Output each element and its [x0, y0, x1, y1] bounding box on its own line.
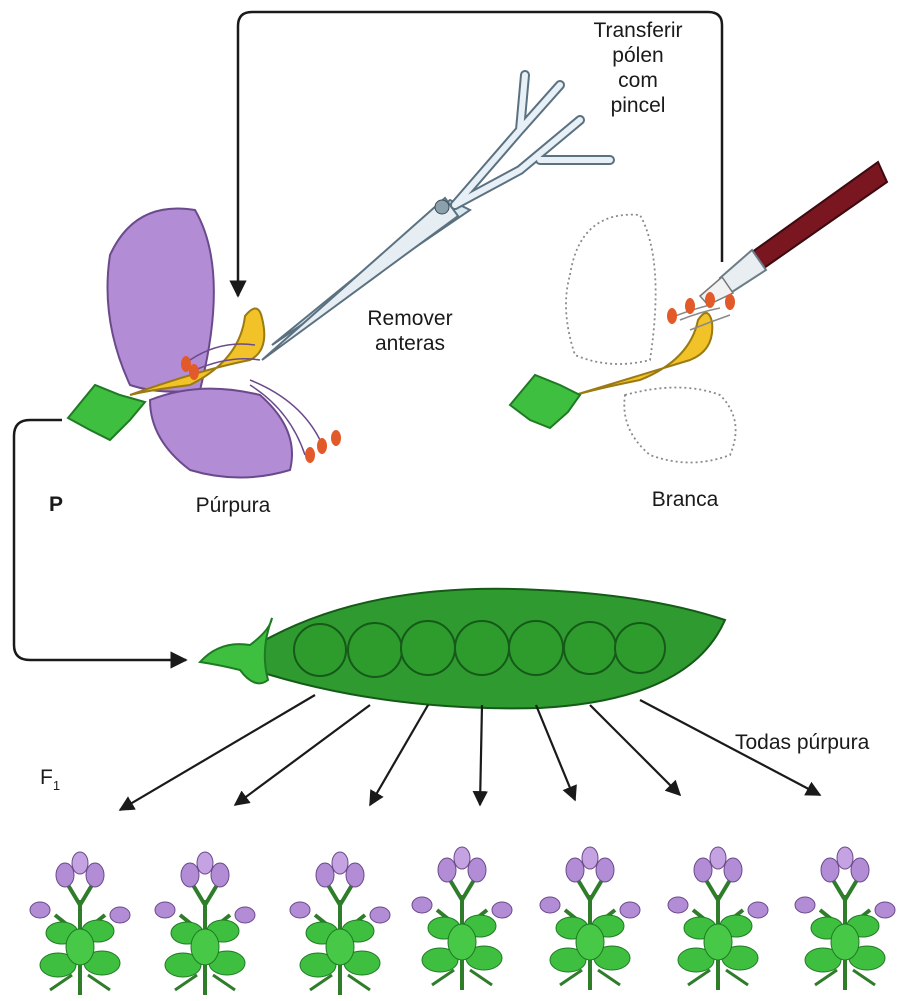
- paintbrush-icon: [700, 162, 887, 305]
- remove-label-line-2: anteras: [350, 331, 470, 356]
- purple-label: Púrpura: [168, 493, 298, 518]
- pea-plant-icon: [30, 847, 895, 995]
- white-flower-icon: [510, 215, 736, 463]
- transfer-label-line-1: Transferir: [573, 18, 703, 43]
- offspring-arrows: [120, 695, 820, 810]
- f1-main: F: [40, 766, 53, 789]
- parental-label: P: [44, 492, 68, 517]
- parental-to-pod-arrow: [14, 420, 186, 660]
- purple-flower-icon: [68, 208, 341, 477]
- remove-label-line-1: Remover: [350, 306, 470, 331]
- transfer-label-line-3: com: [573, 68, 703, 93]
- remove-anthers-label: Remover anteras: [350, 306, 470, 356]
- transfer-label-line-4: pincel: [573, 93, 703, 118]
- transfer-pollen-label: Transferir pólen com pincel: [573, 18, 703, 118]
- pea-pod-icon: [200, 589, 725, 709]
- f1-label: F1: [40, 765, 80, 798]
- all-purple-label: Todas púrpura: [735, 730, 910, 755]
- f1-sub: 1: [53, 778, 60, 793]
- transfer-label-line-2: pólen: [573, 43, 703, 68]
- white-label: Branca: [630, 487, 740, 512]
